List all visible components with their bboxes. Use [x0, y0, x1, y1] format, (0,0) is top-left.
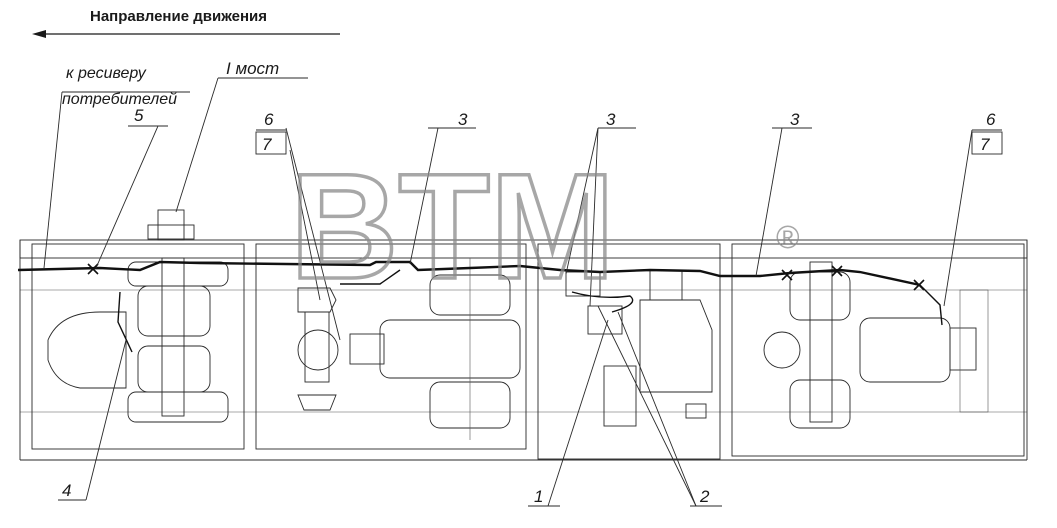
- callout-3-c: 3: [790, 110, 800, 129]
- callout-6-right: 6: [986, 110, 996, 129]
- watermark-registered-mark: ®: [776, 219, 800, 255]
- label-7-box-right: [971, 131, 1003, 155]
- callout-6-left: 6: [264, 110, 274, 129]
- callout-2: 2: [699, 487, 710, 506]
- axle-label: I мост: [226, 59, 279, 78]
- btm-watermark: BTM ®: [288, 140, 800, 312]
- frame-panels: [19, 239, 1028, 461]
- receiver-label: к ресиверу: [66, 65, 147, 82]
- callout-7-right: 7: [980, 135, 990, 154]
- axle-3-assembly: [763, 261, 989, 429]
- callout-3-b: 3: [606, 110, 616, 129]
- label-7-box-left: [255, 131, 287, 155]
- consumers-label: потребителей: [62, 91, 177, 108]
- callout-7-left: 7: [262, 135, 272, 154]
- axle-1-assembly: [47, 209, 229, 423]
- junction-marks: [87, 263, 925, 291]
- air-pipeline: [17, 260, 943, 353]
- axle-2-assembly: [297, 258, 521, 440]
- callout-3-a: 3: [458, 110, 468, 129]
- direction-arrow: [32, 30, 340, 38]
- callout-1: 1: [534, 487, 543, 506]
- callout-4: 4: [62, 481, 71, 500]
- watermark-text: BTM: [290, 142, 615, 310]
- callout-5: 5: [134, 106, 144, 125]
- leader-lines: [43, 77, 1002, 507]
- direction-heading: Направление движения: [90, 8, 268, 25]
